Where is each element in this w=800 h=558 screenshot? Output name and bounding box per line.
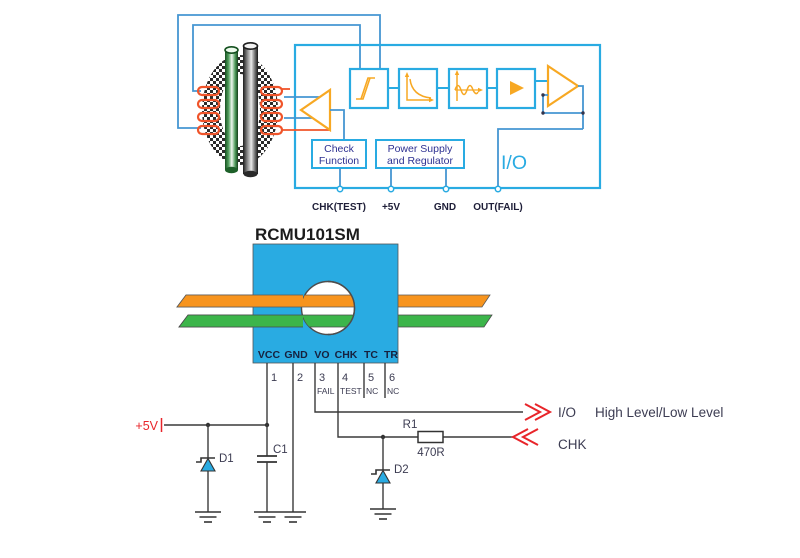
- secondary-winding-left: [196, 85, 221, 136]
- junction-dot: [581, 111, 585, 115]
- pin-sub-fail: FAIL: [317, 386, 335, 396]
- chk-signal-label: CHK: [558, 437, 587, 452]
- ground-c1: [254, 511, 280, 523]
- r1-label: R1: [403, 419, 418, 431]
- aperture-right-rim: [327, 280, 356, 336]
- io-output-chevrons: [524, 403, 553, 421]
- io-signal-description: High Level/Low Level: [595, 405, 723, 420]
- r1-value-label: 470R: [417, 447, 445, 459]
- ground-d1: [195, 511, 221, 523]
- pin-name-vcc: VCC: [258, 349, 281, 361]
- c1-label: C1: [273, 444, 288, 456]
- zener-diode-d1: [196, 425, 216, 512]
- resistor-r1: [417, 430, 444, 444]
- pin-leads: [266, 363, 523, 512]
- lowpass-filter-block: [397, 67, 439, 110]
- terminal-stubs: [339, 168, 447, 186]
- io-inner-label: I/O: [501, 152, 527, 174]
- pin-name-labels: VCC GND VO CHK TC TR: [258, 349, 398, 361]
- pin-name-chk: CHK: [335, 349, 358, 361]
- power-supply-label-1: Power Supply: [388, 143, 454, 155]
- pin-name-vo: VO: [314, 349, 329, 361]
- d1-label: D1: [219, 453, 234, 465]
- hysteresis-icon: [356, 77, 375, 100]
- terminal-label-out: OUT(FAIL): [473, 202, 522, 213]
- supply-5v-label: +5V: [135, 419, 158, 433]
- pin-number-4: 4: [342, 372, 348, 384]
- power-supply-box: [375, 139, 465, 169]
- pin-sub-nc5: NC: [366, 386, 378, 396]
- chk-input-chevrons: [510, 428, 539, 446]
- current-transformer-core: [202, 55, 278, 165]
- pin-number-labels: 1 2 3 4 5 6: [271, 372, 395, 384]
- part-number-title: RCMU101SM: [255, 225, 360, 244]
- ground-d2: [370, 508, 396, 520]
- terminal-circles: [336, 185, 502, 193]
- sine-wave-icon: [454, 70, 483, 101]
- pin-name-tc: TC: [364, 349, 378, 361]
- pin-name-tr: TR: [384, 349, 398, 361]
- feedback-wire-outer: [177, 14, 381, 129]
- pin-sub-nc6: NC: [387, 386, 399, 396]
- terminal-label-gnd: GND: [434, 202, 456, 213]
- power-supply-label-2: and Regulator: [387, 155, 453, 167]
- terminal-label-chk: CHK(TEST): [312, 202, 366, 213]
- terminal-label-5v: +5V: [382, 202, 400, 213]
- io-signal-label: I/O: [558, 405, 576, 420]
- hysteresis-block: [348, 67, 390, 110]
- capacitor-c1: [257, 425, 277, 512]
- d2-label: D2: [394, 464, 409, 476]
- junction-dot: [541, 93, 545, 97]
- pin-number-1: 1: [271, 372, 277, 384]
- feedback-wire-inner: [192, 24, 361, 92]
- pin-number-3: 3: [319, 372, 325, 384]
- pin-number-5: 5: [368, 372, 374, 384]
- bus-bar-green-over: [178, 314, 355, 328]
- check-function-label-1: Check: [324, 143, 355, 155]
- zener-diode-d2: [371, 437, 391, 509]
- amp-to-check-wire: [330, 109, 345, 140]
- junction-dot: [541, 111, 545, 115]
- check-function-box: [311, 139, 367, 169]
- lowpass-icon: [404, 72, 434, 103]
- pin-number-2: 2: [297, 372, 303, 384]
- buffer-icon: [510, 81, 524, 95]
- application-circuit: RCMU101SM VCC GND VO CHK TC TR: [135, 225, 723, 523]
- pin-sub-test: TEST: [340, 386, 362, 396]
- check-function-label-2: Function: [319, 155, 359, 167]
- primary-conductor-gray: [242, 41, 259, 178]
- pin-name-gnd: GND: [284, 349, 308, 361]
- ground-gnd-pin: [280, 511, 306, 523]
- pin-number-6: 6: [389, 372, 395, 384]
- signal-chain: [348, 67, 548, 110]
- output-comparator-triangle: [546, 63, 580, 109]
- drive-amplifier-triangle: [299, 87, 332, 133]
- terminal-labels: CHK(TEST) +5V GND OUT(FAIL): [312, 202, 523, 213]
- primary-conductor-green: [224, 45, 239, 174]
- pin-sub-labels: FAIL TEST NC NC: [317, 386, 399, 396]
- functional-block-diagram: Check Function Power Supply and Regulato…: [177, 14, 602, 213]
- ground-symbols: [195, 508, 396, 523]
- bus-bar-orange-over: [176, 294, 355, 308]
